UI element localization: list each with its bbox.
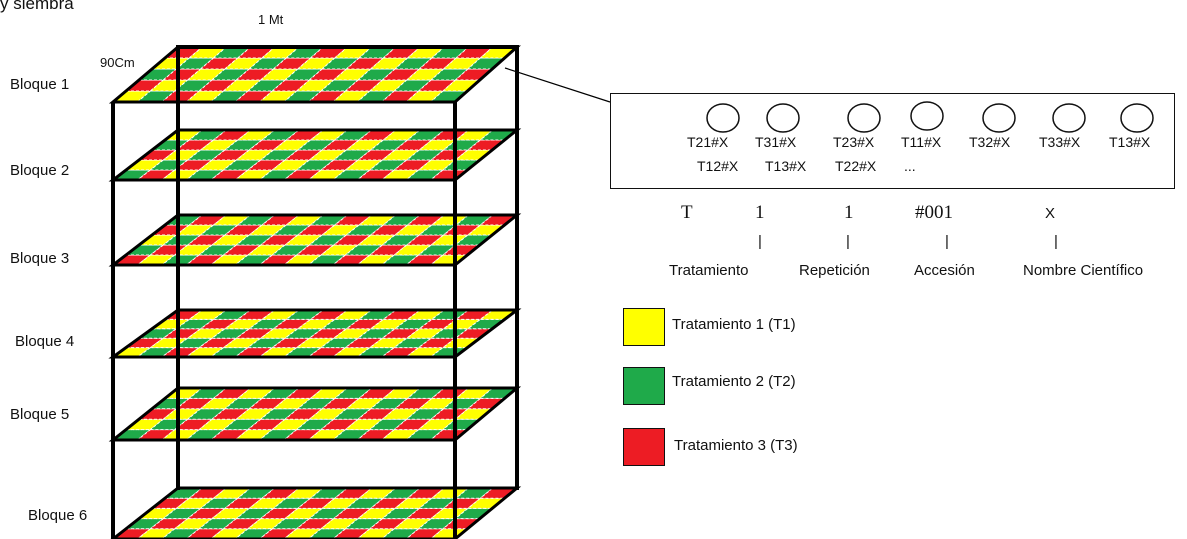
seed-circle <box>910 101 944 131</box>
tray-cell <box>453 328 494 339</box>
code-r1-7: T13#X <box>1109 134 1151 150</box>
block-label-1: Bloque 1 <box>10 76 70 93</box>
code-label-tratamiento: Tratamiento <box>669 262 749 279</box>
code-symbol-x: X <box>1045 205 1056 222</box>
code-r1-4: T11#X <box>901 134 942 150</box>
code-r2-4: ... <box>904 158 916 174</box>
code-symbol-acc: 1 <box>844 202 854 223</box>
seed-circles <box>706 101 1154 133</box>
detail-box: T21#X T31#X T23#X T11#X T32#X T33#X T13#… <box>610 93 1175 189</box>
legend-swatch-t3 <box>623 428 665 466</box>
code-label-repeticion: Repetición <box>799 262 870 279</box>
block-label-3: Bloque 3 <box>10 250 70 267</box>
tray-cell <box>357 309 398 320</box>
block-label-5: Bloque 5 <box>10 406 70 423</box>
code-label-nombre: Nombre Científico <box>1023 262 1144 279</box>
separator-1: | <box>758 233 762 250</box>
code-symbol-num: #001 <box>915 202 953 223</box>
separator-3: | <box>945 233 949 250</box>
legend-swatch-t2 <box>623 367 665 405</box>
tray-2 <box>108 128 522 182</box>
top-dimension-label: 1 Mt <box>258 12 284 27</box>
tray-cell <box>442 318 482 330</box>
code-r2-1: T12#X <box>697 158 739 174</box>
code-symbol-t: T <box>681 202 693 223</box>
tray-cell <box>454 309 495 320</box>
code-r1-6: T33#X <box>1039 134 1081 150</box>
tray-4 <box>108 308 522 359</box>
frame-group <box>111 45 519 539</box>
callout-line <box>504 67 611 103</box>
tray-1 <box>108 45 521 104</box>
code-r2-3: T22#X <box>835 158 877 174</box>
tray-cell <box>466 318 507 330</box>
legend-label-t3: Tratamiento 3 (T3) <box>674 437 798 454</box>
code-r1-1: T21#X <box>687 134 729 150</box>
tray-5 <box>108 386 522 442</box>
code-r2-2: T13#X <box>765 158 807 174</box>
block-label-2: Bloque 2 <box>10 162 70 179</box>
tray-cell <box>369 318 410 330</box>
tray-cell <box>417 337 457 349</box>
header-fragment: y siembra <box>0 0 74 13</box>
code-symbol-rep: 1 <box>755 202 765 223</box>
legend-swatch-t1 <box>623 308 665 346</box>
legend-label-t2: Tratamiento 2 (T2) <box>672 373 796 390</box>
code-r1-3: T23#X <box>833 134 875 150</box>
tray-cell <box>405 328 446 339</box>
seed-circle <box>982 103 1016 133</box>
tray-cell <box>381 309 422 320</box>
code-label-accesion: Accesión <box>914 262 975 279</box>
block-label-4: Bloque 4 <box>15 333 75 350</box>
depth-dimension-label: 90Cm <box>100 55 135 70</box>
tray-cell <box>406 309 446 320</box>
tray-cell <box>417 318 458 330</box>
tray-cell <box>430 309 471 320</box>
legend-label-t1: Tratamiento 1 (T1) <box>672 316 796 333</box>
code-r1-2: T31#X <box>755 134 797 150</box>
seed-circle <box>1052 103 1086 133</box>
separator-4: | <box>1054 233 1058 250</box>
code-r1-5: T32#X <box>969 134 1011 150</box>
seed-circle <box>706 103 740 133</box>
block-label-6: Bloque 6 <box>28 507 88 524</box>
seed-circle <box>847 103 881 133</box>
tray-cell <box>441 337 482 349</box>
seed-circle <box>1120 103 1154 133</box>
tray-cell <box>393 318 434 330</box>
separator-2: | <box>846 233 850 250</box>
trays-group <box>108 45 522 539</box>
seed-circle <box>766 103 800 133</box>
tray-cell <box>478 309 519 320</box>
tray-6 <box>110 486 522 539</box>
tray-cell <box>429 328 470 339</box>
